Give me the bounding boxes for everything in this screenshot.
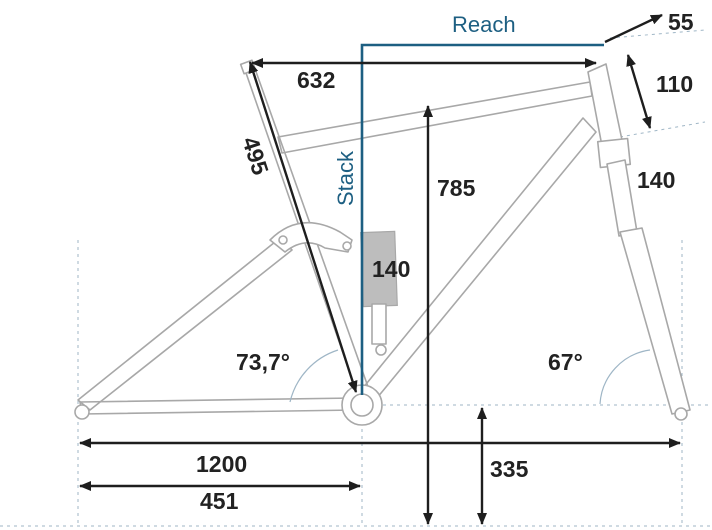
- label-140-fork: 140: [637, 167, 675, 193]
- chainstay: [79, 397, 358, 415]
- rear-dropout: [74, 404, 90, 420]
- label-110: 110: [656, 71, 693, 97]
- dimension-labels: Reach Stack 55 110 632 495 785 140 140 7…: [196, 9, 694, 514]
- label-335: 335: [490, 456, 529, 482]
- dimension-arrows: [79, 13, 681, 525]
- label-head-angle: 67°: [548, 349, 583, 375]
- head-angle-arc: [599, 349, 651, 405]
- label-785: 785: [437, 175, 476, 201]
- fork-stanchion: [606, 159, 638, 237]
- seat-stay: [77, 237, 293, 411]
- label-495: 495: [237, 134, 274, 179]
- bottom-bracket-inner: [350, 393, 374, 417]
- seat-angle-arc: [289, 349, 339, 403]
- label-stack: Stack: [333, 150, 358, 206]
- reach-stack-lines: [360, 43, 604, 395]
- bike-frame: [74, 59, 691, 426]
- label-55: 55: [668, 9, 694, 35]
- front-dropout: [674, 407, 688, 421]
- label-632: 632: [297, 67, 335, 93]
- arrow-55: [604, 13, 663, 44]
- label-reach: Reach: [452, 12, 516, 37]
- label-1200: 1200: [196, 451, 247, 477]
- fork-lower: [619, 227, 691, 415]
- label-140-shock: 140: [372, 256, 410, 282]
- label-seat-angle: 73,7°: [236, 349, 290, 375]
- arrow-110: [626, 54, 652, 129]
- head-tube: [587, 63, 623, 147]
- rear-shock-shaft: [371, 303, 387, 345]
- rocker-pivot-upper: [278, 235, 288, 245]
- rocker-pivot-front: [342, 241, 352, 251]
- reach-stack-line: [360, 43, 604, 395]
- shock-mount: [375, 344, 387, 356]
- label-451: 451: [200, 488, 239, 514]
- arrow-495: [248, 61, 358, 393]
